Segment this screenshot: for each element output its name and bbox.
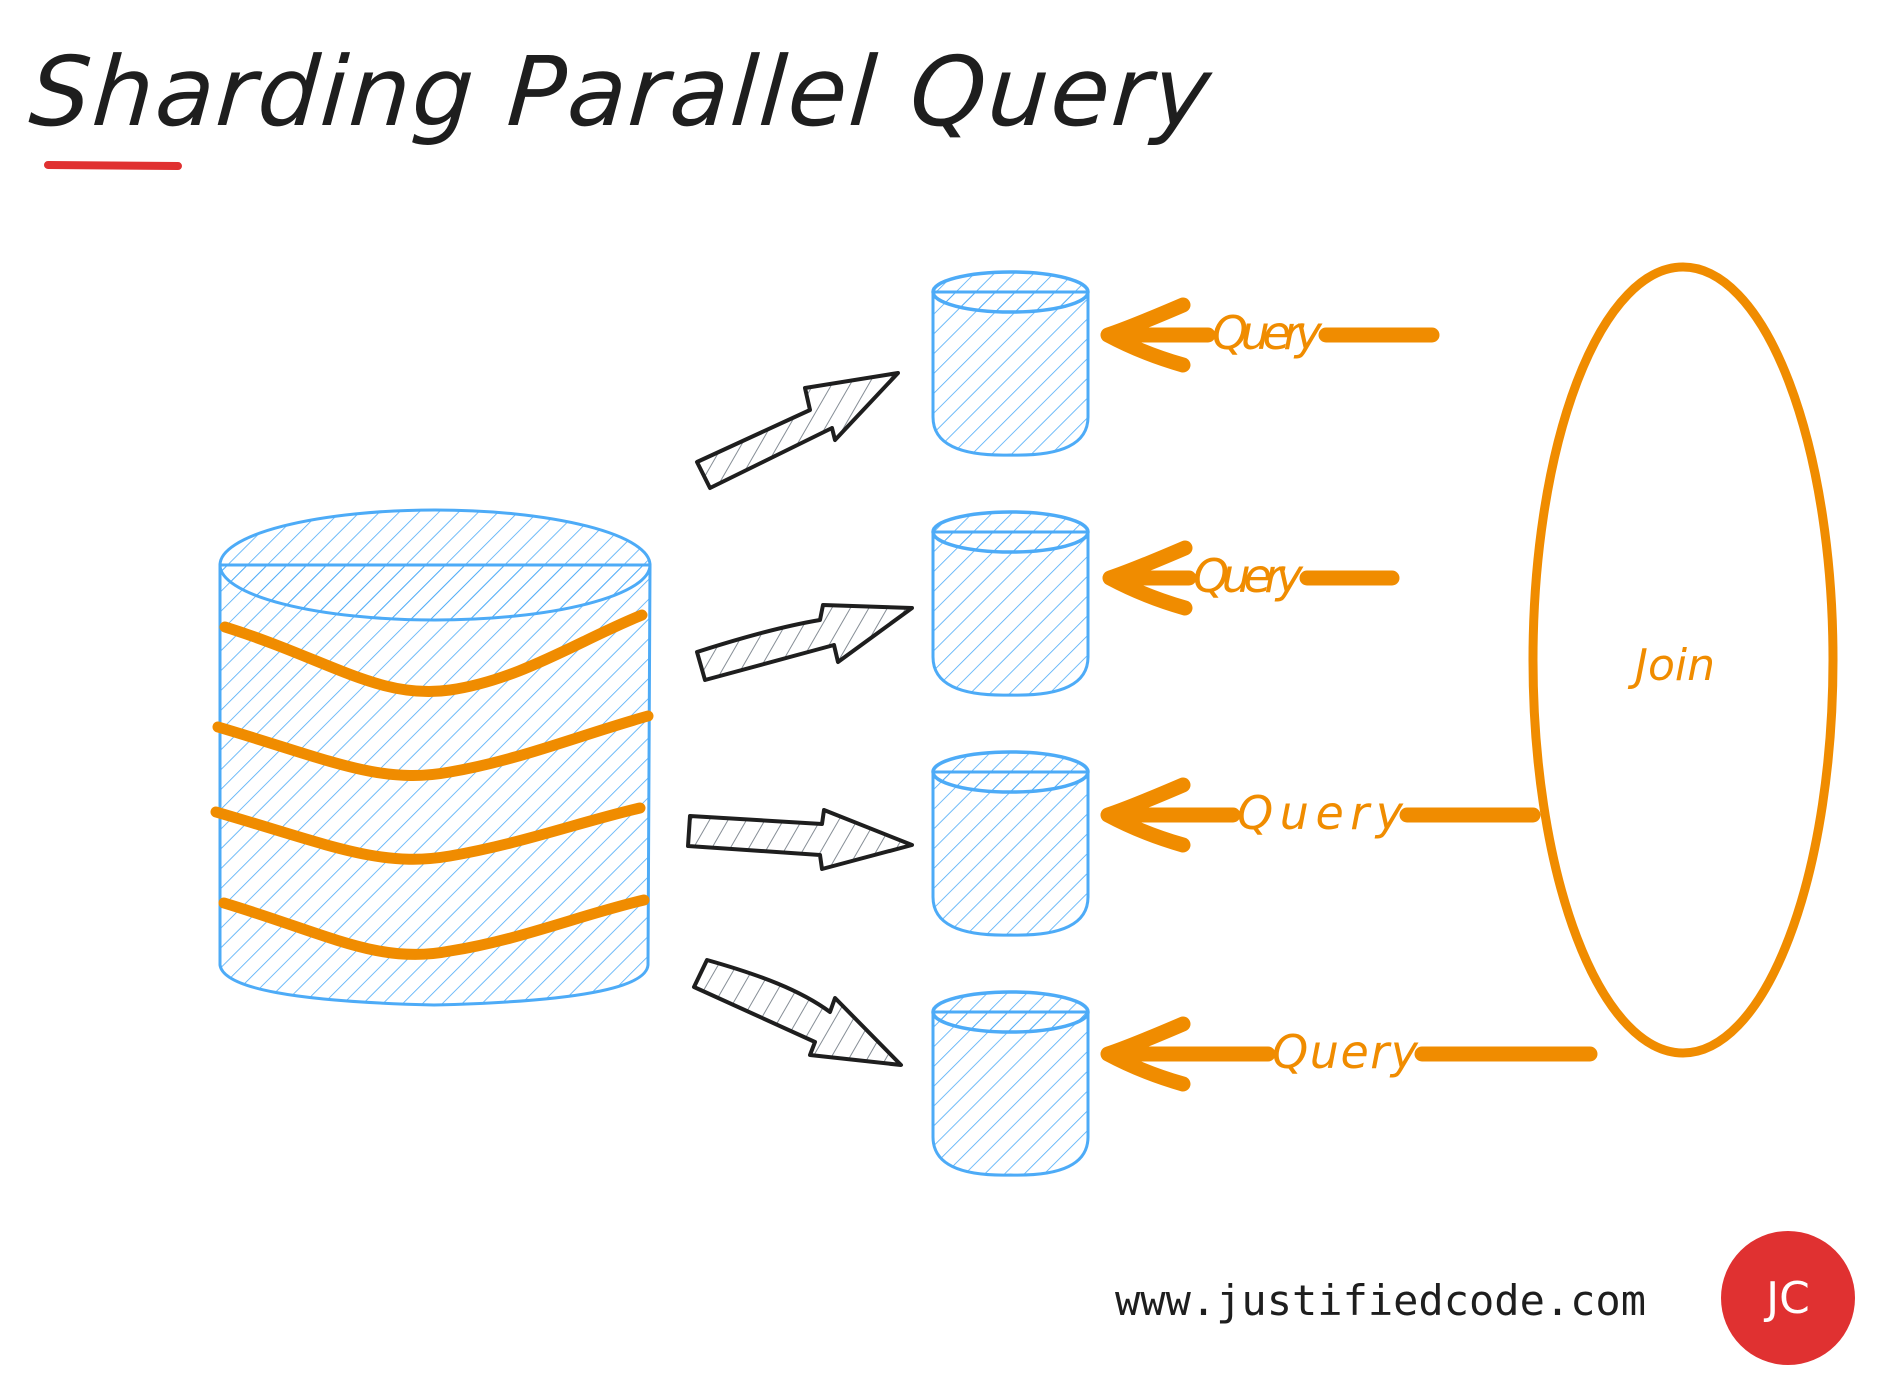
- query-label: Query: [1237, 786, 1404, 840]
- join-ellipse: [1528, 262, 1838, 1058]
- source-database-icon: [210, 508, 654, 1007]
- shard-body: [931, 770, 1090, 937]
- title-underline: [44, 161, 182, 170]
- distribute-arrow-4: [692, 958, 903, 1067]
- distribute-arrow-2: [695, 603, 914, 682]
- shard-database-icon: [931, 990, 1090, 1177]
- shard-top: [931, 990, 1090, 1034]
- query-arrow: Query: [1102, 540, 1400, 616]
- shard-database-icon: [931, 750, 1090, 937]
- arrowhead-icon: [1100, 1016, 1191, 1092]
- query-label: Query: [1212, 306, 1323, 360]
- query-arrow: Query: [1100, 1016, 1598, 1092]
- query-label: Query: [1272, 1025, 1419, 1079]
- shard-body: [931, 530, 1090, 697]
- website-link[interactable]: www.justifiedcode.com: [1115, 1276, 1647, 1325]
- query-arrow: Query: [1100, 777, 1541, 853]
- shard-top: [931, 750, 1090, 794]
- shard-top: [931, 510, 1090, 554]
- distribute-arrow-3: [686, 808, 914, 871]
- partition-line-3: [210, 802, 646, 865]
- query-label: Query: [1193, 549, 1304, 603]
- arrowhead-icon: [1102, 540, 1193, 616]
- source-database-top: [218, 508, 652, 622]
- shard-database-icon: [931, 270, 1090, 457]
- distribute-arrows: [686, 371, 914, 1067]
- jc-logo: JC: [1721, 1231, 1855, 1365]
- page-title: Sharding Parallel Query: [26, 36, 1217, 148]
- arrowhead-icon: [1100, 777, 1191, 853]
- partition-line-2: [212, 710, 654, 782]
- shard-body: [931, 1010, 1090, 1177]
- shard-database-icon: [931, 510, 1090, 697]
- source-database-body: [218, 563, 652, 1007]
- arrowhead-icon: [1100, 297, 1191, 373]
- shard-body: [931, 290, 1090, 457]
- join-label: Join: [1627, 640, 1715, 691]
- logo-text: JC: [1766, 1272, 1810, 1324]
- query-arrow: Query: [1100, 297, 1440, 373]
- partition-line-1: [219, 609, 648, 698]
- partition-line-4: [218, 894, 650, 961]
- shard-top: [931, 270, 1090, 314]
- distribute-arrow-1: [695, 371, 900, 490]
